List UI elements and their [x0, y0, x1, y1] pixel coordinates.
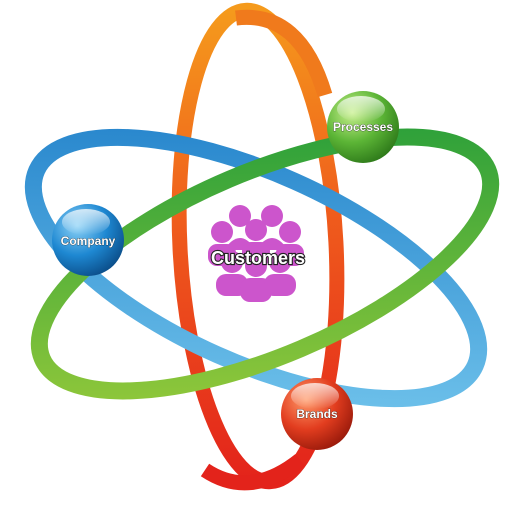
processes-node: Processes: [327, 91, 399, 163]
orbit-red-front: [200, 9, 333, 491]
company-label: Company: [61, 234, 116, 248]
processes-label: Processes: [333, 120, 393, 134]
orbit-green: [30, 128, 500, 400]
center-label: Customers: [211, 248, 305, 268]
people-group-icon: [208, 205, 304, 302]
brands-node: Brands: [281, 378, 353, 450]
orbit-blue: [24, 128, 488, 408]
company-node: Company: [52, 204, 124, 276]
brands-label: Brands: [296, 407, 338, 421]
